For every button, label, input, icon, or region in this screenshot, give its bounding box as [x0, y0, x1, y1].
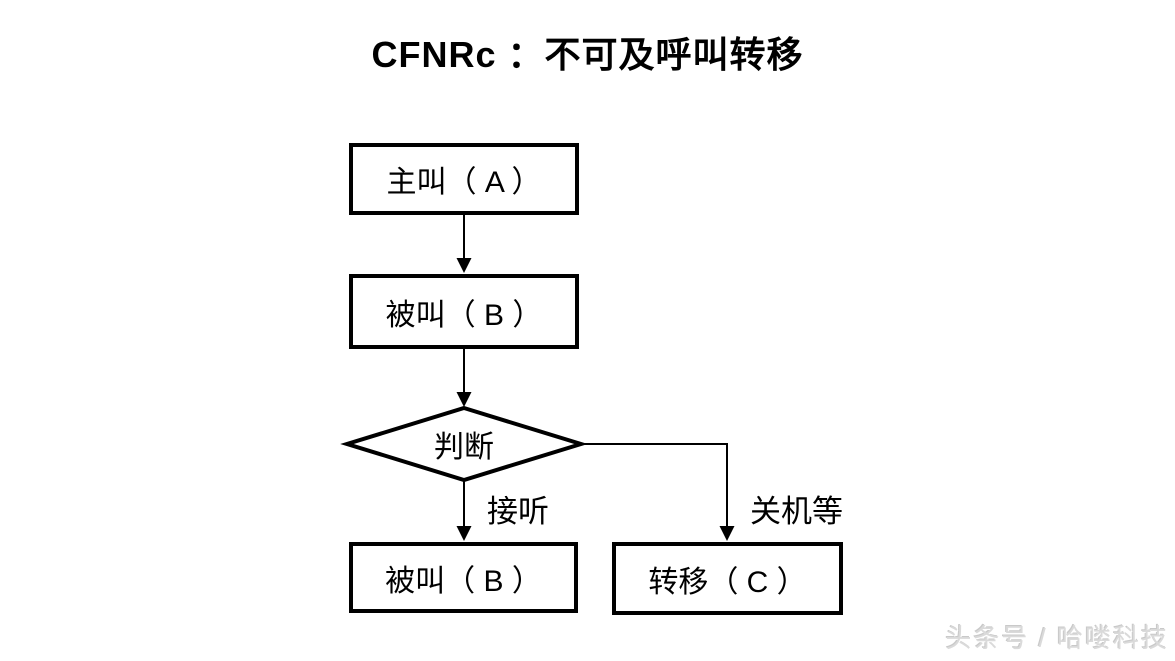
- node-callee-b-answered-label: 被叫（ B ）: [385, 564, 542, 598]
- arrowhead-a-to-b: [456, 258, 472, 273]
- arrowhead-decision-to-c: [719, 526, 735, 541]
- node-forward-c-label: 转移（ C ）: [648, 565, 807, 599]
- node-callee-b: 被叫（ B ）: [349, 274, 579, 349]
- arrowhead-b-to-decision: [456, 392, 472, 407]
- edge-label-answer: 接听: [487, 494, 549, 529]
- page-title: CFNRc ：不可及呼叫转移: [371, 34, 804, 75]
- node-decision: 判断: [347, 408, 581, 480]
- node-caller-a: 主叫（ A ）: [349, 143, 579, 215]
- node-forward-c: 转移（ C ）: [612, 542, 843, 615]
- node-callee-b-label: 被叫（ B ）: [385, 298, 543, 332]
- arrowhead-decision-to-b2: [456, 526, 472, 541]
- node-callee-b-answered: 被叫（ B ）: [349, 542, 578, 613]
- watermark-text: 头条号 / 哈喽科技: [945, 623, 1169, 653]
- edge-decision-to-c: [581, 443, 728, 528]
- edge-label-power-off: 关机等: [750, 494, 843, 529]
- node-decision-label: 判断: [434, 431, 494, 464]
- node-caller-a-label: 主叫（ A ）: [386, 166, 542, 199]
